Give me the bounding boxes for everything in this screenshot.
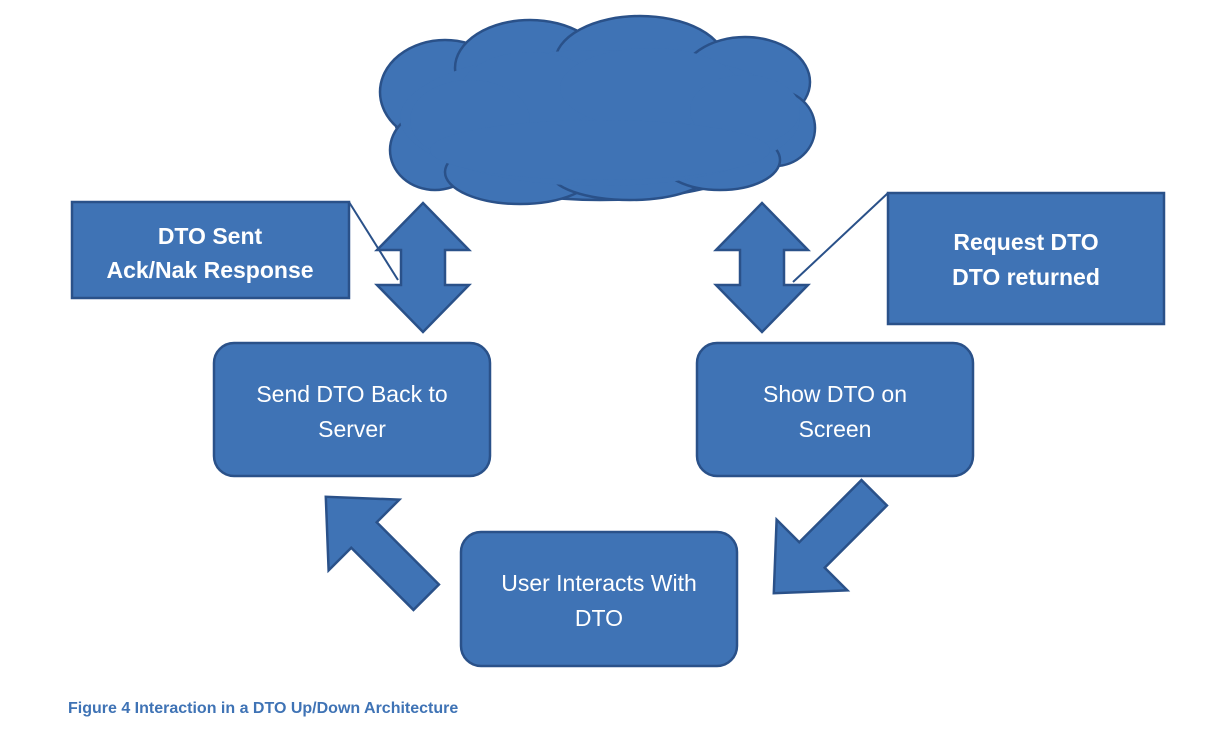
- callout-request-dto: Request DTO DTO returned: [792, 191, 1166, 326]
- callout-dto-sent: DTO Sent Ack/Nak Response: [70, 200, 399, 300]
- box-show-dto-line1: Show DTO on: [763, 381, 907, 407]
- box-show-dto-line2: Screen: [799, 416, 872, 442]
- box-send-dto-back: Send DTO Back to Server: [212, 341, 492, 478]
- box-user-interacts: User Interacts With DTO: [459, 530, 739, 668]
- diagonal-arrow-icon: [772, 478, 889, 595]
- callout-request-dto-line2: DTO returned: [952, 264, 1100, 290]
- box-user-line2: DTO: [575, 605, 623, 631]
- cloud-icon: [378, 14, 817, 206]
- box-user-line1: User Interacts With: [501, 570, 697, 596]
- callout-dto-sent-line1: DTO Sent: [158, 223, 263, 249]
- box-send-dto-line1: Send DTO Back to: [256, 381, 447, 407]
- box-send-dto-line2: Server: [318, 416, 386, 442]
- callout-dto-sent-line2: Ack/Nak Response: [106, 257, 313, 283]
- callout-request-dto-line1: Request DTO: [953, 229, 1098, 255]
- up-down-arrow-icon: [374, 201, 472, 334]
- figure-caption: Figure 4 Interaction in a DTO Up/Down Ar…: [68, 700, 459, 717]
- up-down-arrow-icon: [713, 201, 811, 334]
- diagonal-arrow-icon: [324, 495, 441, 612]
- box-show-dto: Show DTO on Screen: [695, 341, 975, 478]
